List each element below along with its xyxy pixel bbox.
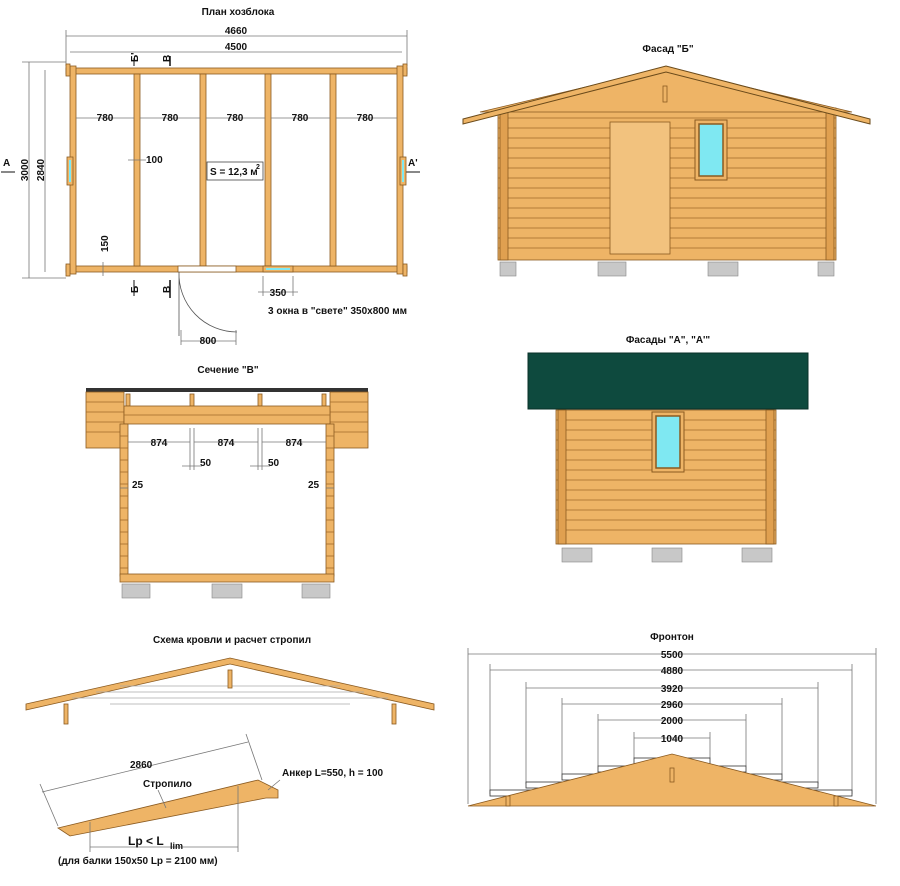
beam-1	[133, 73, 141, 267]
gable-dim-2: 4880	[661, 666, 684, 677]
section-span-3: 874	[286, 438, 303, 449]
span-3: 780	[227, 113, 244, 124]
plan-view: План хозблока 4660 4500 Б' В 3000 2840 А…	[1, 6, 420, 347]
beam-2	[199, 73, 207, 267]
gable-dim-3: 3920	[661, 684, 684, 695]
facade-b-door	[609, 121, 671, 255]
dim-3000: 3000	[20, 158, 31, 181]
window-width: 350	[270, 288, 287, 299]
rafter-length: 2860	[130, 760, 153, 771]
cut-v-top: В	[162, 55, 173, 62]
gable-dim-6: 1040	[661, 734, 684, 745]
gable-title: Фронтон	[650, 632, 694, 643]
plan-title: План хозблока	[202, 6, 275, 18]
section-span-2: 874	[218, 438, 235, 449]
beam-4	[329, 73, 337, 267]
gable-dim-5: 2000	[661, 716, 684, 727]
section-side-left: 25	[132, 480, 144, 491]
roof-rafters	[25, 657, 435, 711]
roof-note: (для балки 150х50 Lp = 2100 мм)	[58, 855, 218, 867]
windows-note: 3 окна в "свете" 350х800 мм	[268, 306, 407, 317]
wall-top	[65, 67, 408, 75]
beam-3	[264, 73, 272, 267]
cut-b-top: Б'	[130, 52, 141, 62]
facade-a-title: Фасады "А", "А'"	[626, 335, 711, 346]
rafter-detail	[57, 779, 279, 837]
section-floor	[119, 573, 335, 583]
facade-b-roof-edge	[462, 65, 871, 125]
dim-4660: 4660	[225, 26, 248, 37]
gable-dim-1: 5500	[661, 650, 684, 661]
door-swing	[178, 271, 238, 336]
wall-bottom	[65, 265, 408, 273]
section-v: Сечение "В"	[85, 365, 369, 599]
section-gap-1: 50	[200, 458, 212, 469]
anchor-label: Анкер L=550, h = 100	[282, 768, 384, 779]
cut-v-bottom: В	[162, 286, 173, 293]
roof-scheme-title: Схема кровли и расчет стропил	[153, 635, 311, 646]
facade-a: Фасады "А", "А'"	[527, 335, 809, 563]
span-1: 780	[97, 113, 114, 124]
span-4: 780	[292, 113, 309, 124]
rafter-label: Стропило	[143, 779, 192, 790]
area-label: S = 12,3 м	[210, 167, 258, 178]
area-box	[206, 161, 264, 181]
section-wall-right	[325, 423, 335, 577]
span-2: 780	[162, 113, 179, 124]
cut-a-left: А	[3, 158, 10, 169]
section-roof	[86, 388, 368, 392]
cut-a-right: А'	[408, 158, 418, 169]
section-span-1: 874	[151, 438, 168, 449]
door-width: 800	[200, 336, 217, 347]
facade-a-roof	[527, 352, 809, 410]
section-v-title: Сечение "В"	[197, 365, 258, 376]
formula-main: Lp < L	[128, 834, 164, 848]
dim-4500: 4500	[225, 42, 248, 53]
gable: Фронтон 5500 4880 3920 2960 2000 1040	[467, 632, 877, 807]
rafter-dim-line	[41, 741, 249, 793]
beam-dim-150: 150	[100, 235, 111, 252]
gable-dim-4: 2960	[661, 700, 684, 711]
section-side-right: 25	[308, 480, 320, 491]
beam-dim-100: 100	[146, 155, 163, 166]
section-wall-left	[119, 423, 129, 577]
span-5: 780	[357, 113, 374, 124]
formula-sub: lim	[170, 841, 183, 851]
section-gap-2: 50	[268, 458, 280, 469]
cut-b-bottom: Б	[130, 286, 141, 293]
roof-scheme: Схема кровли и расчет стропил 2860 Строп…	[25, 635, 435, 867]
dim-2840: 2840	[36, 158, 47, 181]
area-sup: 2	[256, 164, 260, 171]
facade-b: Фасад "Б"	[462, 44, 871, 277]
facade-b-title: Фасад "Б"	[642, 44, 693, 55]
